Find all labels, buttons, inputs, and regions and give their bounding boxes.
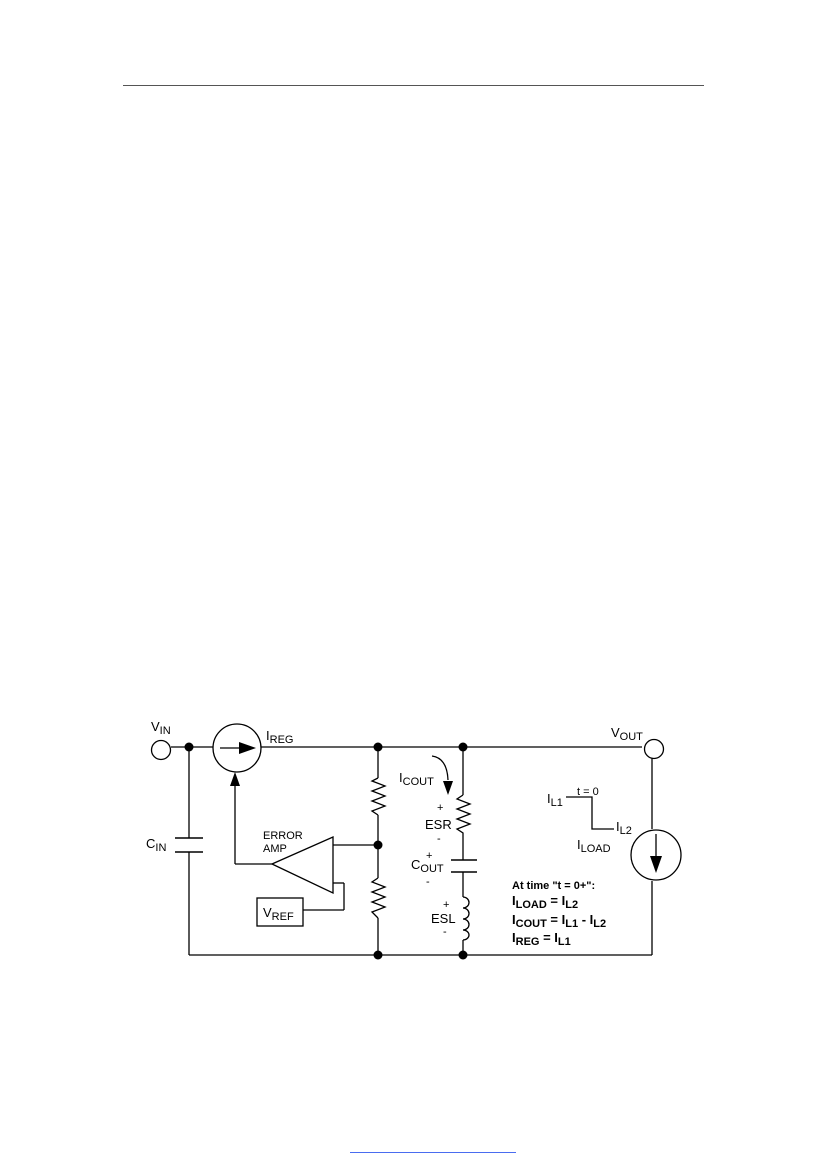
cout-label: COUT <box>411 857 444 875</box>
esr-resistor <box>455 794 472 838</box>
vin-terminal <box>150 739 172 761</box>
il1-label: IL1 <box>547 791 563 809</box>
condition-ireg: IREG = IL1 <box>512 930 571 948</box>
error-amp-label-line2: AMP <box>263 843 287 855</box>
iload-label: ILOAD <box>577 837 611 855</box>
error-amplifier <box>270 836 334 895</box>
load-step-waveform <box>566 796 614 830</box>
vref-box <box>256 897 304 927</box>
error-amp-label-line1: ERROR <box>263 830 303 842</box>
wires <box>171 746 653 956</box>
icout-arrow <box>431 755 453 795</box>
load-current-source <box>630 829 682 881</box>
cout-plus: + <box>426 850 432 862</box>
junction-dots <box>184 742 468 960</box>
header-rule <box>123 85 704 86</box>
il2-label: IL2 <box>616 819 632 837</box>
divider-resistor-top <box>370 777 387 816</box>
condition-icout: ICOUT = IL1 - IL2 <box>512 912 606 930</box>
cout-minus: - <box>426 876 430 888</box>
output-capacitor <box>451 859 477 873</box>
esl-minus: - <box>443 926 447 938</box>
esl-label: ESL <box>431 911 456 926</box>
conditions-heading: At time "t = 0+": <box>512 880 595 892</box>
divider-resistor-bottom <box>370 877 387 919</box>
esr-minus: - <box>437 833 441 845</box>
vref-label: VREF <box>263 905 294 923</box>
vin-label: VIN <box>151 719 171 737</box>
condition-iload: ILOAD = IL2 <box>512 893 578 911</box>
t0-label: t = 0 <box>577 786 599 798</box>
esl-inductor <box>462 896 470 941</box>
footer-link-underline <box>350 1152 516 1153</box>
esr-plus: + <box>437 802 443 814</box>
control-arrow <box>230 772 240 786</box>
ireg-label: IREG <box>266 728 293 746</box>
esl-plus: + <box>443 899 449 911</box>
cin-label: CIN <box>146 836 166 854</box>
vout-terminal <box>643 738 665 760</box>
input-capacitor <box>175 837 203 853</box>
pass-element-current-source <box>212 723 262 773</box>
icout-label: ICOUT <box>399 770 434 788</box>
esr-label: ESR <box>425 817 452 832</box>
vout-label: VOUT <box>611 725 643 743</box>
